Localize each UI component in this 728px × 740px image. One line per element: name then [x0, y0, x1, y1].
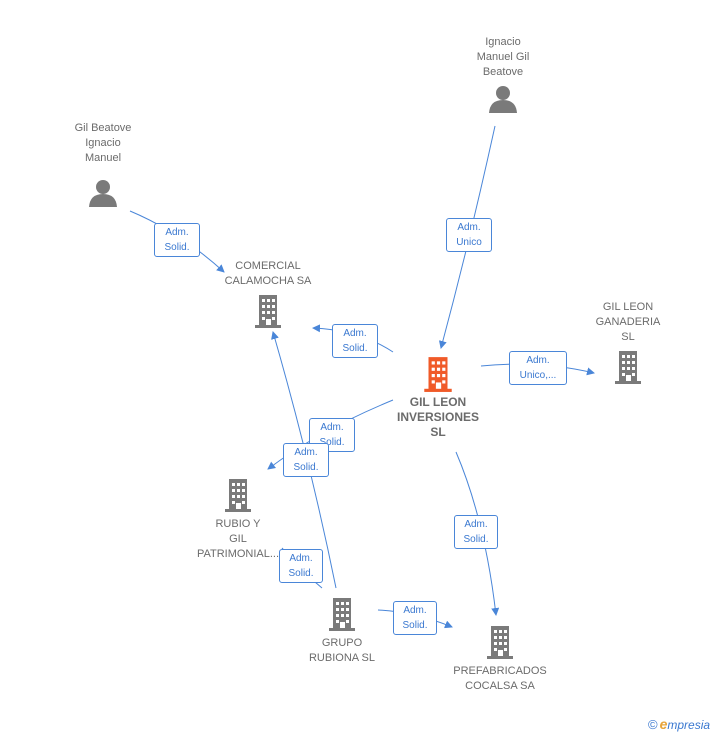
node-label: RUBIO Y GIL PATRIMONIAL...: [196, 518, 280, 560]
edge-badge-rubiona-rubio[interactable]: Adm. Solid.: [279, 549, 323, 583]
node-rubio-y-gil-patrimonial[interactable]: RUBIO Y GIL PATRIMONIAL...: [186, 477, 290, 562]
empresia-logo: ©empresia: [648, 716, 728, 736]
node-label: GRUPO RUBIONA SL: [308, 637, 376, 664]
building-icon: [225, 479, 251, 512]
edge-badge-rubiona-prefabricados[interactable]: Adm. Solid.: [393, 601, 437, 635]
brand-e: e: [659, 716, 668, 732]
brand-rest: mpresia: [667, 718, 711, 732]
node-label: Gil Beatove Ignacio Manuel: [74, 122, 132, 164]
node-comercial-calamocha[interactable]: COMERCIAL CALAMOCHA SA: [208, 259, 328, 329]
node-grupo-rubiona[interactable]: GRUPO RUBIONA SL: [290, 596, 394, 666]
building-icon: [329, 598, 355, 631]
node-person-ignacio-manuel-gil-beatove[interactable]: Ignacio Manuel Gil Beatove: [446, 35, 560, 114]
edge-badge-center-prefabricados[interactable]: Adm. Solid.: [454, 515, 498, 549]
building-icon: [487, 626, 513, 659]
edge-badge-person-left-comercial[interactable]: Adm. Solid.: [154, 223, 200, 257]
edge-badge-rubiona-comercial[interactable]: Adm. Solid.: [283, 443, 329, 477]
node-label: Ignacio Manuel Gil Beatove: [476, 36, 530, 78]
node-label: COMERCIAL CALAMOCHA SA: [224, 260, 312, 287]
node-person-gil-beatove-ignacio-manuel[interactable]: Gil Beatove Ignacio Manuel: [48, 121, 158, 208]
node-gil-leon-inversiones[interactable]: GIL LEON INVERSIONES SL: [380, 355, 496, 440]
edge-badge-center-ganaderia[interactable]: Adm. Unico,...: [509, 351, 567, 385]
node-prefabricados-cocalsa[interactable]: PREFABRICADOS COCALSA SA: [440, 624, 560, 694]
edge-badge-center-rubio[interactable]: Adm. Solid.: [309, 418, 355, 452]
person-icon: [89, 180, 117, 207]
building-icon: [615, 351, 641, 384]
person-icon: [489, 86, 517, 113]
building-icon: [424, 357, 452, 392]
edge-badge-person-top-center[interactable]: Adm. Unico: [446, 218, 492, 252]
node-gil-leon-ganaderia[interactable]: GIL LEON GANADERIA SL: [580, 300, 676, 385]
copyright-icon: ©: [648, 717, 658, 732]
node-label: PREFABRICADOS COCALSA SA: [453, 665, 547, 692]
node-label: GIL LEON GANADERIA SL: [595, 301, 661, 343]
edge-badge-center-comercial[interactable]: Adm. Solid.: [332, 324, 378, 358]
building-icon: [255, 295, 281, 328]
node-label: GIL LEON INVERSIONES SL: [396, 395, 480, 439]
